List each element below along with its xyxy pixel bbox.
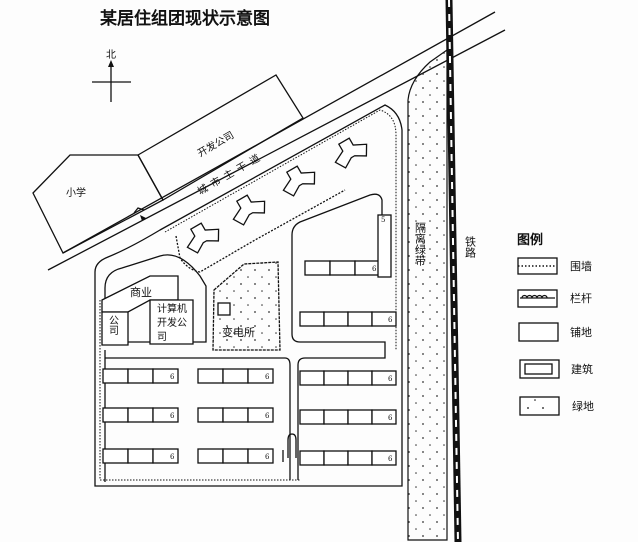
railway [445,0,462,542]
building-unit [152,407,179,423]
legend-label: 栏杆 [570,291,592,305]
building-unit [323,311,349,327]
building-unit [152,448,179,464]
building-unit [197,448,224,464]
computer-company-label-3: 司 [157,332,167,343]
row-building: 6 [299,311,397,327]
building-unit [299,450,325,466]
building-unit [371,370,397,386]
slab-floors: 5 [381,216,385,224]
building-unit [304,260,331,276]
row-building: 6 [304,260,381,276]
building-unit [197,368,224,384]
building-unit [347,409,373,425]
building-unit [299,311,325,327]
building-unit [323,409,349,425]
row-building: 6 [197,407,274,423]
building-unit [347,370,373,386]
page-title: 某居住组团现状示意图 [100,8,270,29]
legend-wall-icon [517,257,558,275]
row-building: 6 [299,409,397,425]
building-unit [127,448,154,464]
dev-company-label: 开发公司 [195,128,236,159]
building-floors: 6 [265,453,270,461]
legend-label: 围墙 [570,259,592,273]
row-building: 6 [102,407,179,423]
building-unit [347,311,373,327]
building-floors: 6 [265,373,270,381]
commercial-label: 商业 [130,285,152,299]
commercial-buildings [101,275,194,346]
railway-label: 铁路 [464,236,477,259]
slab-building [377,214,392,278]
building-unit [323,370,349,386]
building-unit [323,450,349,466]
row-building: 6 [197,368,274,384]
building-unit [371,450,397,466]
building-unit [222,448,249,464]
row-building: 6 [299,370,397,386]
north-label: 北 [106,49,116,61]
row-building: 6 [299,450,397,466]
legend-green-icon [519,396,560,416]
building-floors: 6 [388,414,393,422]
building-floors: 6 [372,265,377,273]
row-building: 6 [102,368,179,384]
substation-green [212,261,281,351]
substation-building [217,302,231,316]
building-floors: 6 [388,455,393,463]
building-floors: 6 [388,375,393,383]
building-unit [102,368,129,384]
building-unit [152,368,179,384]
row-building: 6 [197,448,274,464]
building-unit [299,370,325,386]
building-unit [371,409,397,425]
building-unit [371,311,397,327]
green-belt [407,48,448,541]
legend: 图例 围墙 栏杆 铺地 建筑 绿地 [517,232,594,416]
company-label: 公司 [107,315,119,335]
building-unit [329,260,356,276]
building-unit [347,450,373,466]
building-unit [247,368,274,384]
site-boundary-wall [94,104,403,487]
building-unit [222,407,249,423]
building-unit [102,407,129,423]
school-block [32,154,164,254]
building-unit [127,368,154,384]
building-unit [197,407,224,423]
building-unit [127,407,154,423]
building-unit [299,409,325,425]
legend-railing-icon [517,289,558,308]
building-floors: 6 [170,453,175,461]
north-arrow-icon [92,60,131,102]
building-unit [102,448,129,464]
substation-label: 变电所 [222,325,255,339]
computer-company-label-1: 计算机 [157,302,187,315]
building-floors: 6 [388,316,393,324]
computer-company-label-2: 开发公 [157,316,187,329]
school-label: 小学 [66,186,86,199]
building-unit [222,368,249,384]
building-floors: 6 [265,412,270,420]
legend-label: 绿地 [572,399,594,413]
legend-building-icon [519,359,560,379]
point-towers [175,131,373,273]
residential-buildings: 6 6 6 6 6 6 6 6 6 6 6 [102,260,397,466]
building-floors: 6 [170,412,175,420]
legend-title: 图例 [517,232,543,248]
dev-company-block [137,74,304,201]
legend-paving-icon [518,322,559,342]
building-unit [247,448,274,464]
row-building: 6 [102,448,179,464]
building-floors: 6 [170,373,175,381]
building-unit [247,407,274,423]
legend-label: 建筑 [571,362,593,376]
legend-label: 铺地 [570,326,592,339]
green-belt-label: 隔离绿带 [414,222,427,267]
